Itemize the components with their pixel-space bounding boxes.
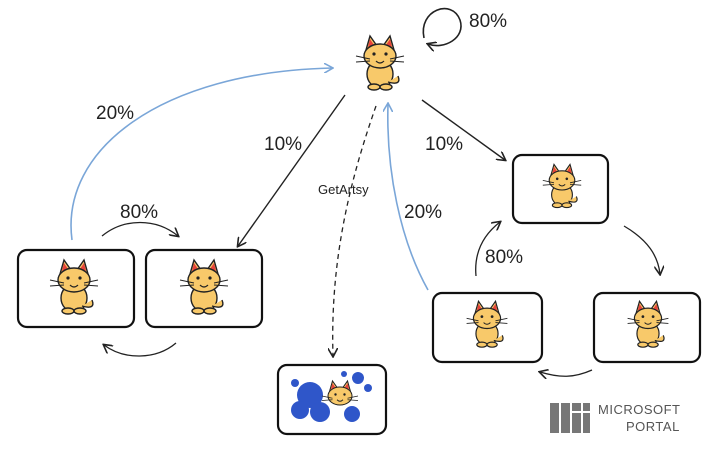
get-artsy-label: GetArtsy xyxy=(318,182,369,197)
top-cat-image xyxy=(356,36,404,90)
left-pair-forward-label: 80% xyxy=(120,202,158,223)
left-return-arrow xyxy=(70,68,332,241)
right-return-arrow xyxy=(388,104,429,291)
right-state-box-bottom-right xyxy=(592,291,702,364)
paint-splash xyxy=(291,371,372,422)
to-left-pair-label: 10% xyxy=(264,134,302,155)
logo-line-1: MICROSOFT xyxy=(598,402,681,417)
cycle-arrow-left xyxy=(540,370,593,376)
logo-line-2: PORTAL xyxy=(626,419,680,434)
right-cycle-step-label: 80% xyxy=(485,247,523,268)
left-pair-forward-arrow xyxy=(101,221,178,237)
cycle-arrow-up xyxy=(475,222,500,277)
right-return-label: 20% xyxy=(404,202,442,223)
left-pair-back-arrow xyxy=(104,342,177,357)
left-return-label: 20% xyxy=(96,103,134,124)
right-state-box-bottom-middle xyxy=(431,291,544,364)
self-loop-label: 80% xyxy=(469,11,507,32)
self-loop-arrow xyxy=(422,7,462,46)
get-artsy-arrow xyxy=(333,105,377,356)
artsy-state-box xyxy=(276,363,388,436)
left-state-box-2 xyxy=(144,248,264,329)
cycle-arrow-down xyxy=(623,225,660,274)
arrow-to-left-pair xyxy=(238,94,346,246)
windows-logo-icon xyxy=(550,403,590,433)
to-right-cycle-label: 10% xyxy=(425,134,463,155)
left-state-box-1 xyxy=(16,248,136,329)
right-state-box-top xyxy=(511,153,610,225)
microsoft-portal-logo: MICROSOFT PORTAL xyxy=(550,402,681,434)
arrow-to-right-cycle xyxy=(421,99,505,160)
